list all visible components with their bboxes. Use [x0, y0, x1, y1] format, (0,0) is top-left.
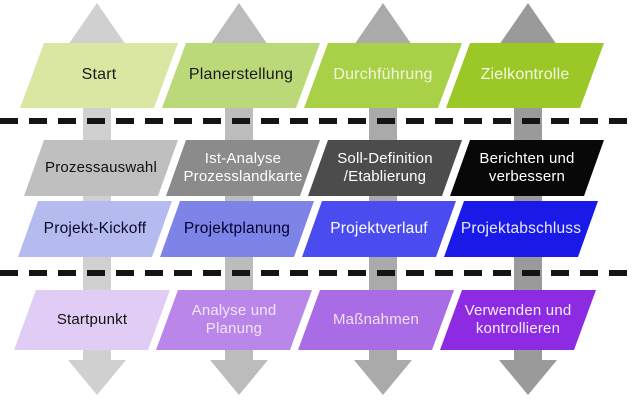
cell-soll-definition-label: Soll-Definition /Etablierung [337, 150, 433, 185]
up-down-arrow-3-icon [354, 3, 412, 395]
cell-massnahmen-label: Maßnahmen [332, 311, 419, 329]
cell-analyse-planung: Analyse und Planung [156, 290, 312, 350]
cell-verwenden-kontrollieren: Verwenden und kontrollieren [440, 290, 596, 350]
cell-projektabschluss: Projektabschluss [444, 201, 598, 257]
cell-zielkontrolle-label: Zielkontrolle [480, 66, 570, 84]
cell-projektplanung-label: Projektplanung [183, 219, 291, 237]
up-down-arrow-1-icon [68, 3, 126, 395]
cell-start: Start [20, 43, 178, 108]
up-down-arrow-2-icon [210, 3, 268, 395]
cell-projektverlauf-label: Projektverlauf [330, 219, 428, 237]
cell-berichten-verbessern: Berichten und verbessern [450, 140, 604, 196]
cell-startpunkt-label: Startpunkt [56, 311, 128, 329]
cell-analyse-planung-label: Analyse und Planung [191, 302, 277, 337]
cell-prozessauswahl-label: Prozessauswahl [44, 159, 158, 177]
cell-durchfuehrung: Durchführung [304, 43, 462, 108]
cell-durchfuehrung-label: Durchführung [333, 66, 433, 84]
cell-ist-analyse-label: Ist-Analyse Prozesslandkarte [183, 150, 303, 185]
cell-projekt-kickoff: Projekt-Kickoff [18, 201, 172, 257]
cell-massnahmen: Maßnahmen [298, 290, 454, 350]
cell-projektabschluss-label: Projektabschluss [460, 219, 582, 237]
dashed-separator-bottom [0, 270, 635, 276]
cell-projekt-kickoff-label: Projekt-Kickoff [43, 219, 147, 237]
dashed-separator-top [0, 118, 635, 124]
cell-projektplanung: Projektplanung [160, 201, 314, 257]
cell-prozessauswahl: Prozessauswahl [24, 140, 178, 196]
cell-planerstellung: Planerstellung [162, 43, 320, 108]
cell-soll-definition: Soll-Definition /Etablierung [308, 140, 462, 196]
cell-zielkontrolle: Zielkontrolle [446, 43, 604, 108]
up-down-arrow-4-icon [499, 3, 557, 395]
cell-startpunkt: Startpunkt [14, 290, 170, 350]
cell-ist-analyse: Ist-Analyse Prozesslandkarte [166, 140, 320, 196]
cell-verwenden-kontrollieren-label: Verwenden und kontrollieren [464, 302, 572, 337]
cell-start-label: Start [81, 66, 117, 84]
cell-projektverlauf: Projektverlauf [302, 201, 456, 257]
cell-berichten-verbessern-label: Berichten und verbessern [479, 150, 575, 185]
cell-planerstellung-label: Planerstellung [188, 66, 294, 84]
